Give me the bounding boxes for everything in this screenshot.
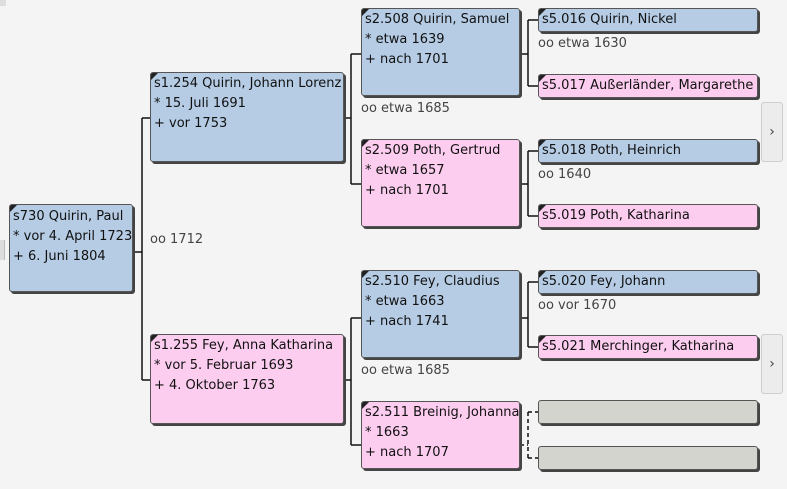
person-card-s2510[interactable]: s2.510 Fey, Claudius * etwa 1663 + nach … bbox=[361, 270, 520, 358]
person-death: + vor 1753 bbox=[154, 116, 228, 131]
person-death: + nach 1701 bbox=[365, 183, 449, 198]
expand-ancestors-button[interactable]: › bbox=[761, 334, 783, 394]
person-name: s5.019 Poth, Katharina bbox=[542, 208, 690, 223]
person-card-s5018[interactable]: s5.018 Poth, Heinrich bbox=[538, 139, 758, 163]
person-name: s5.020 Fey, Johann bbox=[542, 274, 666, 289]
person-card-s1254[interactable]: s1.254 Quirin, Johann Lorenz * 15. Juli … bbox=[150, 72, 344, 162]
person-card-s5020[interactable]: s5.020 Fey, Johann bbox=[538, 270, 758, 294]
person-card-s2508[interactable]: s2.508 Quirin, Samuel * etwa 1639 + nach… bbox=[361, 8, 520, 96]
person-death: + 4. Oktober 1763 bbox=[154, 378, 276, 393]
person-name: s2.511 Breinig, Johanna bbox=[365, 405, 520, 420]
person-name: s5.018 Poth, Heinrich bbox=[542, 143, 682, 158]
person-death: + nach 1707 bbox=[365, 445, 449, 460]
person-death: + nach 1701 bbox=[365, 52, 449, 67]
person-birth: * etwa 1657 bbox=[365, 163, 445, 178]
person-birth: * etwa 1639 bbox=[365, 32, 445, 47]
person-card-s2509[interactable]: s2.509 Poth, Gertrud * etwa 1657 + nach … bbox=[361, 139, 520, 227]
person-birth: * 1663 bbox=[365, 425, 409, 440]
person-birth: * etwa 1663 bbox=[365, 294, 445, 309]
person-death: + nach 1741 bbox=[365, 314, 449, 329]
person-card-s2511[interactable]: s2.511 Breinig, Johanna * 1663 + nach 17… bbox=[361, 401, 520, 469]
person-name: s2.510 Fey, Claudius bbox=[365, 274, 500, 289]
left-scroll-edge[interactable] bbox=[0, 240, 5, 260]
marriage-label-s2509: oo 1640 bbox=[538, 167, 592, 182]
person-name: s1.254 Quirin, Johann Lorenz bbox=[154, 76, 342, 91]
marriage-label-root: oo 1712 bbox=[150, 232, 204, 247]
person-name: s1.255 Fey, Anna Katharina bbox=[154, 338, 334, 353]
person-name: s5.021 Merchinger, Katharina bbox=[542, 339, 735, 354]
person-card-s5021[interactable]: s5.021 Merchinger, Katharina bbox=[538, 335, 758, 359]
marriage-label-s1254: oo etwa 1685 bbox=[361, 101, 450, 116]
person-card-root[interactable]: s730 Quirin, Paul * vor 4. April 1723 + … bbox=[9, 204, 133, 292]
person-card-s5019[interactable]: s5.019 Poth, Katharina bbox=[538, 204, 758, 228]
chevron-right-icon: › bbox=[769, 356, 775, 372]
person-card-s1255[interactable]: s1.255 Fey, Anna Katharina * vor 5. Febr… bbox=[150, 334, 344, 424]
person-name: s730 Quirin, Paul bbox=[13, 209, 124, 224]
person-name: s5.016 Quirin, Nickel bbox=[542, 12, 677, 27]
empty-person-slot[interactable] bbox=[538, 446, 758, 470]
expand-ancestors-button[interactable]: › bbox=[761, 102, 783, 162]
person-name: s2.508 Quirin, Samuel bbox=[365, 12, 510, 27]
marriage-label-s2508: oo etwa 1630 bbox=[538, 36, 627, 51]
marriage-label-s1255: oo etwa 1685 bbox=[361, 363, 450, 378]
chevron-right-icon: › bbox=[769, 124, 775, 140]
marriage-label-s2510: oo vor 1670 bbox=[538, 298, 617, 313]
person-birth: * 15. Juli 1691 bbox=[154, 96, 246, 111]
person-name: s5.017 Außerländer, Margarethe bbox=[542, 78, 754, 93]
empty-person-slot[interactable] bbox=[538, 400, 758, 424]
person-card-s5017[interactable]: s5.017 Außerländer, Margarethe bbox=[538, 74, 758, 98]
person-name: s2.509 Poth, Gertrud bbox=[365, 143, 501, 158]
person-birth: * vor 4. April 1723 bbox=[13, 229, 133, 244]
person-card-s5016[interactable]: s5.016 Quirin, Nickel bbox=[538, 8, 758, 32]
person-death: + 6. Juni 1804 bbox=[13, 249, 106, 264]
person-birth: * vor 5. Februar 1693 bbox=[154, 358, 294, 373]
window-corner bbox=[0, 0, 6, 6]
